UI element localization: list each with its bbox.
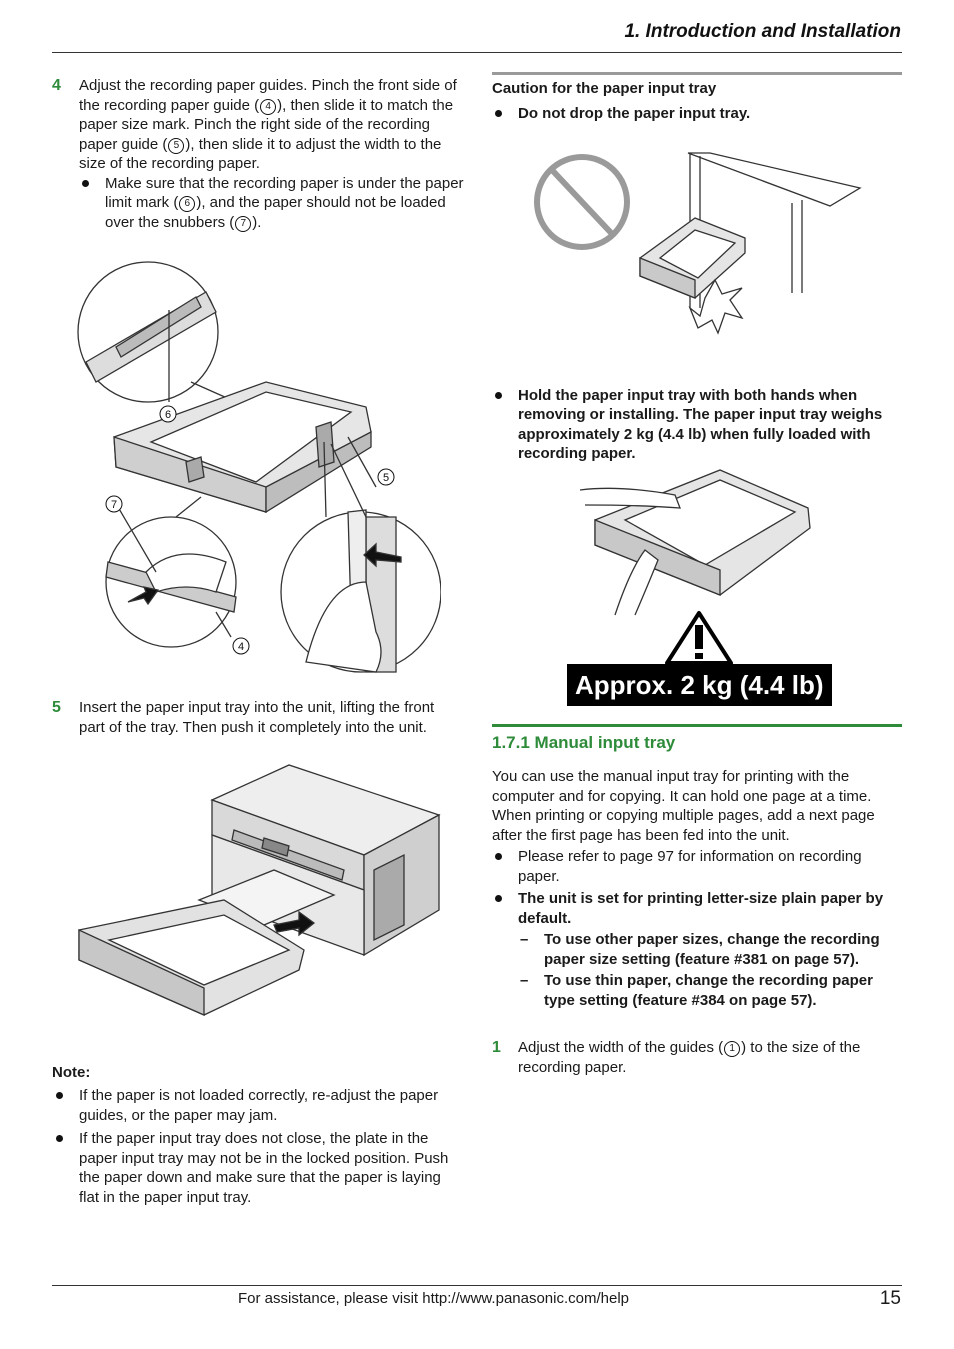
section-dash-item: To use thin paper, change the recording …	[518, 971, 904, 1010]
caution-item-drop: Do not drop the paper input tray.	[492, 104, 918, 124]
callout-ref: 7	[235, 215, 252, 232]
note-item: If the paper input tray does not close, …	[53, 1129, 464, 1207]
step-4-text: Adjust the recording paper guides. Pinch…	[79, 77, 457, 172]
figure-callout-6: 6	[165, 409, 171, 421]
note-item: If the paper is not loaded correctly, re…	[53, 1086, 464, 1125]
prohibited-icon	[534, 154, 630, 250]
hold-tray-illustration	[580, 469, 811, 616]
section-bullet-bold: The unit is set for printing letter-size…	[492, 889, 904, 928]
caution-rule	[492, 72, 902, 75]
note-title: Note:	[52, 1064, 91, 1081]
step-4-bullet: Make sure that the recording paper is un…	[79, 174, 464, 233]
callout-ref: 1	[724, 1041, 741, 1057]
step-4-number: 4	[52, 77, 61, 94]
do-not-drop-illustration	[534, 152, 862, 335]
callout-ref: 4	[260, 98, 277, 115]
section-dash-item: To use other paper sizes, change the rec…	[518, 930, 904, 969]
footer-rule	[52, 1285, 902, 1286]
section-intro: You can use the manual input tray for pr…	[492, 768, 875, 844]
section-bullet: Please refer to page 97 for information …	[492, 847, 904, 886]
note-list: If the paper is not loaded correctly, re…	[53, 1086, 464, 1207]
figure-callout-4: 4	[238, 641, 244, 653]
section-title: 1.7.1 Manual input tray	[492, 733, 676, 752]
step-1-number: 1	[492, 1039, 501, 1056]
section-header-title: 1. Introduction and Installation	[624, 21, 901, 42]
caution-item-hold: Hold the paper input tray with both hand…	[492, 386, 923, 464]
figure-callout-5: 5	[383, 472, 389, 484]
insert-tray-illustration	[78, 764, 441, 1016]
weight-label: Approx. 2 kg (4.4 lb)	[567, 664, 832, 706]
caution-title: Caution for the paper input tray	[492, 80, 717, 97]
page-number: 15	[879, 1288, 901, 1309]
callout-ref: 5	[168, 137, 185, 154]
paper-guide-illustration: 6 5 7 4	[77, 261, 441, 673]
warning-icon	[665, 611, 733, 665]
figure-callout-7: 7	[111, 499, 117, 511]
section-rule	[492, 724, 902, 727]
manual-tray-block: You can use the manual input tray for pr…	[492, 767, 904, 1010]
header-rule	[52, 52, 902, 53]
step-5-text: Insert the paper input tray into the uni…	[79, 699, 435, 736]
callout-ref: 6	[179, 196, 196, 212]
step-4-block: Adjust the recording paper guides. Pinch…	[79, 76, 464, 232]
footer-help-text: For assistance, please visit http://www.…	[238, 1290, 630, 1307]
step-1-text: Adjust the width of the guides (1) to th…	[518, 1039, 861, 1076]
step-5-number: 5	[52, 699, 61, 716]
